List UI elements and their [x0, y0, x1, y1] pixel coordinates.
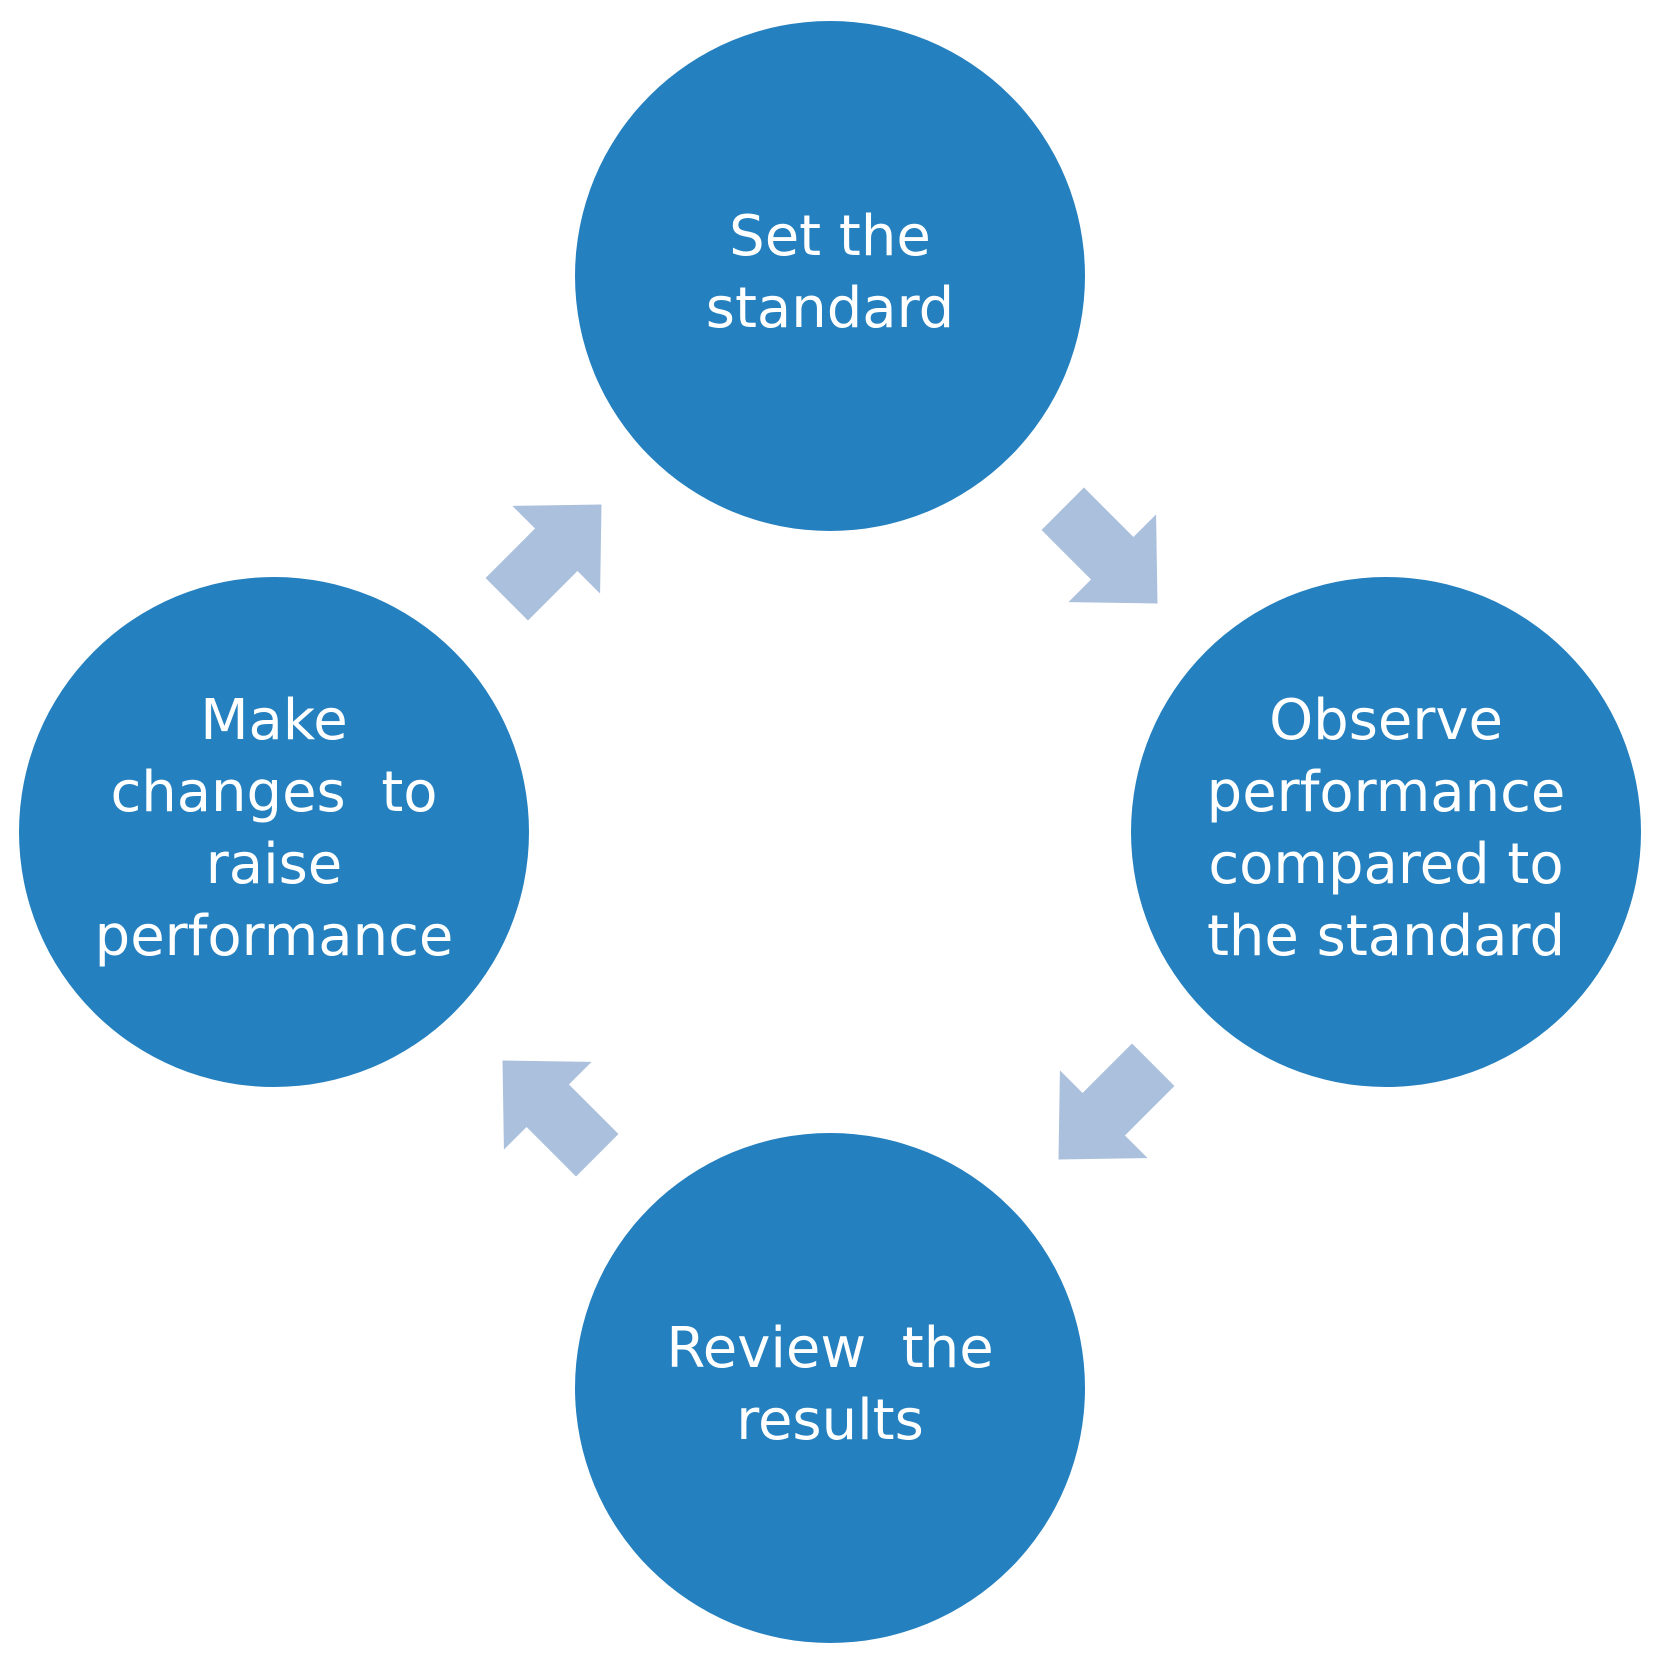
node-label-observe-performance-line-2: compared to — [1208, 832, 1563, 897]
node-label-make-changes-line-2: raise — [206, 832, 343, 897]
node-circle-set-the-standard — [575, 21, 1085, 531]
node-circle-review-the-results — [575, 1133, 1085, 1643]
node-circle-make-changes — [19, 577, 529, 1087]
node-label-observe-performance-line-0: Observe — [1269, 688, 1503, 753]
node-make-changes: Make changes to raise performance — [19, 577, 529, 1087]
node-label-review-the-results-line-0: Review the — [666, 1316, 993, 1381]
node-label-set-the-standard-line-0: Set the — [729, 204, 931, 269]
node-circle-observe-performance — [1131, 577, 1641, 1087]
arrow-make-changes-to-set-the-standard — [462, 460, 646, 644]
node-review-the-results: Review the results — [575, 1133, 1085, 1643]
node-label-make-changes-line-3: performance — [95, 904, 454, 969]
node-label-make-changes-line-1: changes to — [110, 760, 437, 825]
node-label-set-the-standard-line-1: standard — [706, 276, 954, 341]
node-set-the-standard: Set the standard — [575, 21, 1085, 531]
arrow-observe-performance-to-review-the-results — [1014, 1020, 1198, 1204]
arrow-set-the-standard-to-observe-performance — [1018, 464, 1202, 648]
node-observe-performance: Observe performance compared to the standar… — [1131, 577, 1641, 1087]
node-label-observe-performance-line-3: the standard — [1207, 904, 1565, 969]
node-label-make-changes-line-0: Make — [200, 688, 348, 753]
node-label-review-the-results-line-1: results — [736, 1388, 924, 1453]
node-label-observe-performance-line-1: performance — [1207, 760, 1566, 825]
arrow-review-the-results-to-make-changes — [458, 1016, 642, 1200]
